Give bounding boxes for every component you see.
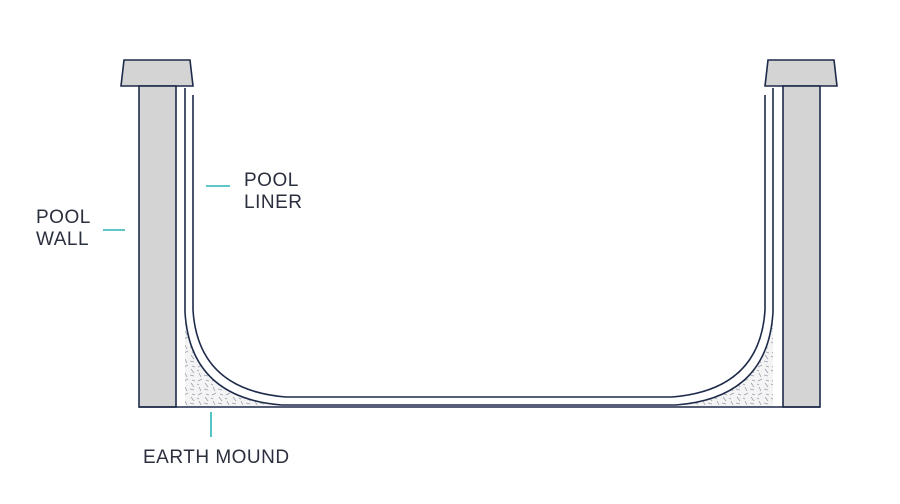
right-wall-coping xyxy=(764,59,838,87)
pool-liner xyxy=(184,88,774,406)
left-wall-coping xyxy=(120,59,194,87)
pool-wall-label-line1: POOL xyxy=(36,207,91,228)
pool-liner-outer xyxy=(184,88,774,406)
right-earth-mound xyxy=(676,312,773,407)
earth-mound-label-text: EARTH MOUND xyxy=(143,447,290,468)
pool-wall-label-line2: WALL xyxy=(36,229,90,250)
left-pool-wall xyxy=(120,59,194,408)
right-pool-wall xyxy=(764,59,838,408)
pool-wall-label: POOL WALL xyxy=(36,207,91,251)
right-wall-column xyxy=(782,85,821,408)
earth-mound-label: EARTH MOUND xyxy=(143,447,290,469)
pool-liner-label-line1: POOL xyxy=(244,170,299,191)
left-wall-column xyxy=(138,85,177,408)
left-earth-mound xyxy=(185,312,282,407)
pool-liner-label-line2: LINER xyxy=(244,192,303,213)
pool-liner-label: POOL LINER xyxy=(244,170,302,214)
pool-liner-inner xyxy=(192,95,766,398)
